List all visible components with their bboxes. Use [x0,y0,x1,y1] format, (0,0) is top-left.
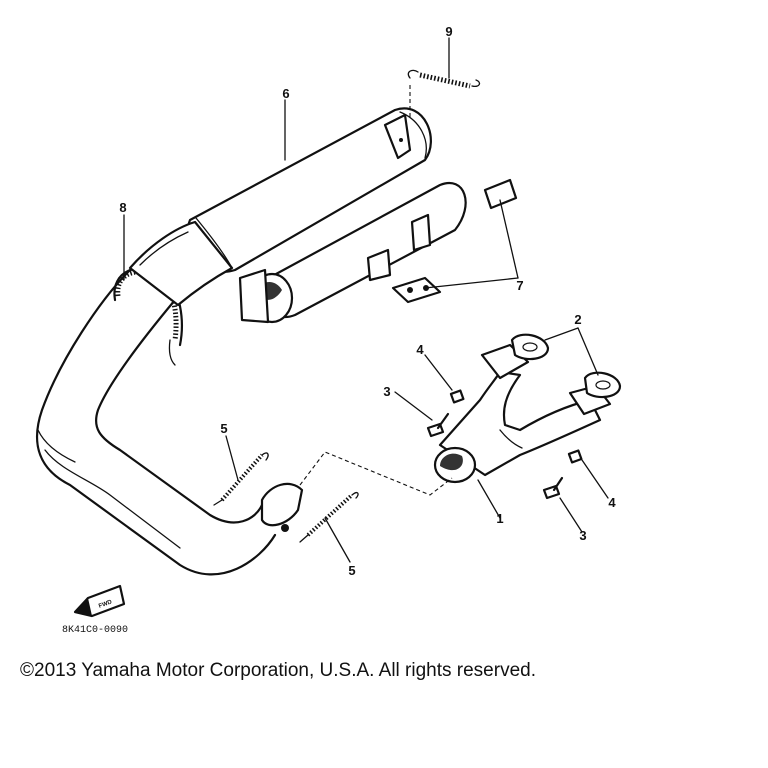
callout-5-left: 5 [220,421,227,436]
callout-9: 9 [445,24,452,39]
callout-6: 6 [282,86,289,101]
connection-line [299,451,453,496]
pipe-joint [260,482,304,532]
callout-7: 7 [516,278,523,293]
muffler-brackets [383,113,518,304]
bolts-and-nuts [426,389,583,500]
muffler [128,107,467,324]
copyright-notice: ©2013 Yamaha Motor Corporation, U.S.A. A… [20,660,536,681]
callout-1: 1 [496,511,503,526]
callout-3-right: 3 [579,528,586,543]
callout-5-bottom: 5 [348,563,355,578]
exhaust-pipe [35,268,277,576]
fwd-arrow: FWD [73,584,126,618]
callout-8: 8 [119,200,126,215]
leader-lines [123,37,609,563]
top-spring [407,69,481,120]
callout-4-top: 4 [416,342,424,357]
diagram-code: 8K41C0-0090 [62,625,128,636]
fwd-arrow-label: FWD [98,599,114,610]
callout-3-left: 3 [383,384,390,399]
callout-4-right: 4 [608,495,616,510]
joint-springs [213,452,359,543]
exhaust-parts-diagram: 1 2 3 3 4 4 5 5 6 7 8 9 FWD 8K41C0-0090 [35,24,622,636]
gaskets [510,333,622,399]
callout-2: 2 [574,312,581,327]
callout-numbers: 1 2 3 3 4 4 5 5 6 7 8 9 [119,24,616,578]
